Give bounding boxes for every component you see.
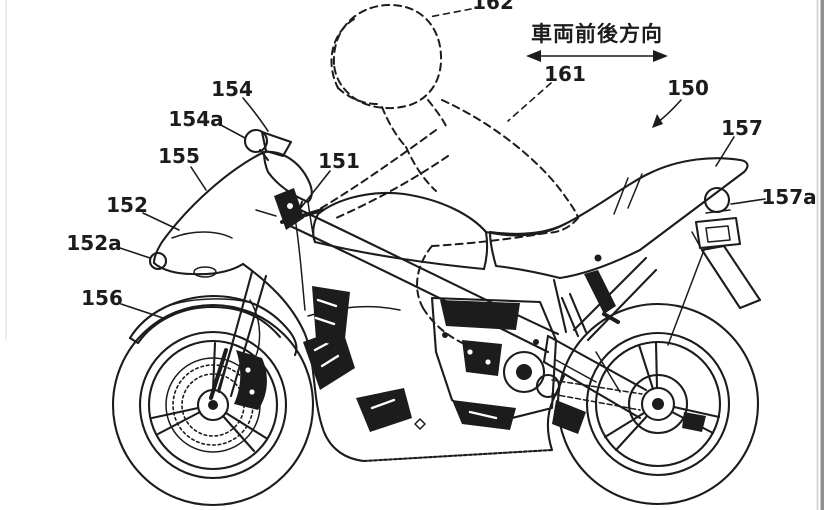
leader-157a [731,199,765,204]
mudflap [702,246,760,308]
leader-161 [508,83,551,121]
ref-label-157: 157 [721,116,763,140]
radiator [312,286,350,348]
tank-bottom [315,242,484,269]
helmet-outline [334,5,441,108]
tail-bottom [490,232,560,278]
nose-vent [194,267,216,277]
scan-edge-dark [821,0,825,510]
helmet-chin [338,88,377,104]
rider-back [442,100,578,218]
ref-label-154a: 154a [168,107,223,131]
rider-neck-back [428,100,446,126]
leader-154 [243,98,268,131]
ref-label-154: 154 [211,77,253,101]
direction-label: 車両前後方向 [531,22,663,46]
front-sprocket [537,375,559,397]
ref-label-152: 152 [106,193,148,217]
ref-label-156: 156 [81,286,123,310]
leader-155 [191,167,206,190]
scan-edge-light [817,0,819,510]
rear-wheel [558,304,758,504]
rider-chest [406,147,436,191]
leader-152 [143,213,179,230]
clutch-center [516,364,532,380]
direction-arrow-right [653,50,668,62]
bar-clamp-bolt [287,203,293,209]
engine-bolt [467,349,472,354]
stay-to-wheel [668,250,704,345]
tail-stripe [628,174,642,208]
belly-bottom [364,450,552,461]
headlamp-slash [172,232,232,238]
frame-rear-edge [554,280,566,332]
helmet-visor [331,19,354,88]
rider-knee [417,246,432,308]
engine-bolt [533,339,539,345]
ref-label-157a: 157a [761,185,816,209]
license-bracket-inner [706,226,730,242]
cowl-bolt [595,255,602,262]
brake-lever [256,210,276,216]
engine-bolt [485,359,490,364]
tail-top [490,158,740,234]
fairing-vents [303,286,425,432]
ref-label-151: 151 [318,149,360,173]
rear-axle [652,398,664,410]
caliper-bolt [245,367,250,372]
ref-label-161: 161 [544,62,586,86]
rider-neck-front [382,107,406,147]
tail-stripe [614,178,628,214]
leader-152a [117,247,150,258]
tank-rear [484,232,487,269]
ref-label-155: 155 [158,144,200,168]
front-axle [208,400,218,410]
direction-arrow-left [526,50,541,62]
ref-label-152a: 152a [66,231,121,255]
tail-tip [740,160,747,172]
belly-screw [415,419,425,429]
arrow-150 [652,100,681,128]
rear-caliper [682,412,706,432]
rear-spokes [605,342,719,450]
ref-label-162: 162 [472,0,514,14]
front-brake-caliper [234,350,267,410]
direction-annotation: 車両前後方向 [526,22,668,62]
engine-bolt [442,332,448,338]
scan-edge-left [6,0,8,340]
license-bracket [696,218,740,248]
caliper-bolt [249,389,254,394]
tank-top [318,193,486,232]
ref-label-150: 150 [667,76,709,100]
leader-162 [429,9,471,17]
nose-upper-edge [154,152,264,263]
leader-157 [716,137,734,166]
